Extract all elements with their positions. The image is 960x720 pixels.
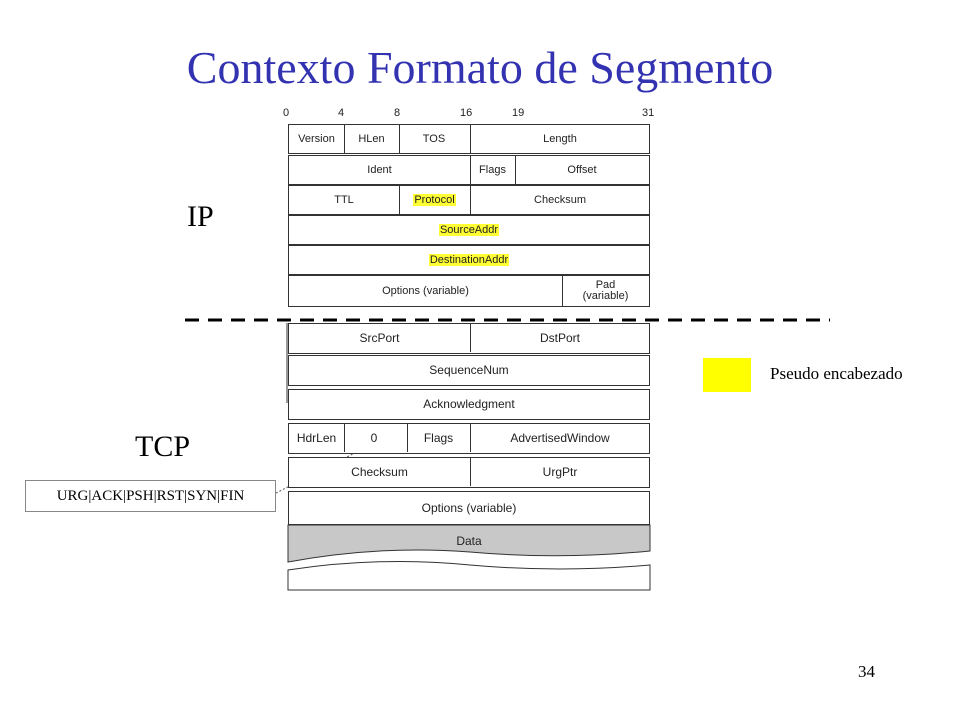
ip-pad-sublabel: (variable) <box>582 290 629 302</box>
divider <box>562 276 563 306</box>
ip-row-3: TTL Protocol Checksum <box>288 185 650 215</box>
ip-row-5: DestinationAddr <box>288 245 650 275</box>
divider <box>399 125 400 153</box>
ip-destination-addr-label: DestinationAddr <box>428 254 510 266</box>
ip-ident: Ident <box>367 164 392 176</box>
tcp-acknowledgment: Acknowledgment <box>423 397 515 411</box>
ip-protocol-label: Protocol <box>413 194 456 206</box>
tcp-data: Data <box>456 534 482 548</box>
divider <box>515 156 516 184</box>
bit-label: 0 <box>283 107 290 119</box>
tcp-hdrlen: HdrLen <box>296 431 337 445</box>
tcp-row-2: SequenceNum <box>288 355 650 386</box>
divider <box>470 156 471 184</box>
divider <box>399 186 400 214</box>
tcp-dst-port: DstPort <box>539 331 580 345</box>
bit-label: 31 <box>642 107 655 119</box>
ip-version: Version <box>298 133 335 145</box>
ip-row-2: Ident Flags Offset <box>288 155 650 185</box>
ip-pad: Pad (variable) <box>562 276 649 306</box>
tcp-row-5: Checksum UrgPtr <box>288 457 650 488</box>
tcp-label: TCP <box>135 430 191 463</box>
bit-label: 8 <box>394 107 401 119</box>
divider <box>470 458 471 486</box>
page-number: 34 <box>858 662 875 681</box>
bit-label: 16 <box>460 107 473 119</box>
ip-pad-label: Pad <box>595 279 616 291</box>
ip-row-6: Options (variable) Pad (variable) <box>288 275 650 307</box>
divider <box>344 424 345 452</box>
tcp-urg-ptr: UrgPtr <box>542 465 578 479</box>
divider <box>344 125 345 153</box>
tcp-flags: Flags <box>423 431 454 445</box>
ip-row-4: SourceAddr <box>288 215 650 245</box>
tcp-advertised-window: AdvertisedWindow <box>510 431 610 445</box>
ip-row-1: Version HLen TOS Length <box>288 124 650 154</box>
divider <box>470 324 471 352</box>
ip-source-addr: SourceAddr <box>289 216 649 244</box>
tcp-row-1: SrcPort DstPort <box>288 323 650 354</box>
tcp-row-3: Acknowledgment <box>288 389 650 420</box>
divider <box>470 125 471 153</box>
bit-ruler: 0 4 8 16 19 31 <box>0 107 960 121</box>
ip-checksum: Checksum <box>534 194 586 206</box>
bit-label: 4 <box>338 107 345 119</box>
ip-ttl: TTL <box>334 194 354 206</box>
divider <box>407 424 408 452</box>
tcp-row-4: HdrLen 0 Flags AdvertisedWindow <box>288 423 650 454</box>
legend-swatch <box>703 358 751 392</box>
flags-expansion-box: URG|ACK|PSH|RST|SYN|FIN <box>25 480 276 512</box>
ip-protocol: Protocol <box>399 186 470 214</box>
ip-hlen: HLen <box>358 133 385 145</box>
divider <box>470 186 471 214</box>
ip-label: IP <box>187 200 214 233</box>
tcp-src-port: SrcPort <box>359 331 400 345</box>
ip-flags: Flags <box>479 164 506 176</box>
ip-destination-addr: DestinationAddr <box>289 246 649 274</box>
divider <box>470 424 471 452</box>
ip-tos: TOS <box>422 133 446 145</box>
tcp-row-6: Options (variable) <box>288 491 650 525</box>
ip-options: Options (variable) <box>382 285 469 297</box>
bit-label: 19 <box>512 107 525 119</box>
ip-source-addr-label: SourceAddr <box>438 224 500 236</box>
legend-label: Pseudo encabezado <box>770 364 903 383</box>
ip-offset: Offset <box>567 164 597 176</box>
ip-length: Length <box>543 133 577 145</box>
tcp-reserved: 0 <box>370 431 378 445</box>
tcp-sequence-num: SequenceNum <box>429 363 509 377</box>
tcp-options: Options (variable) <box>421 501 517 515</box>
tcp-checksum: Checksum <box>351 465 408 479</box>
slide-title: Contexto Formato de Segmento <box>186 42 774 93</box>
